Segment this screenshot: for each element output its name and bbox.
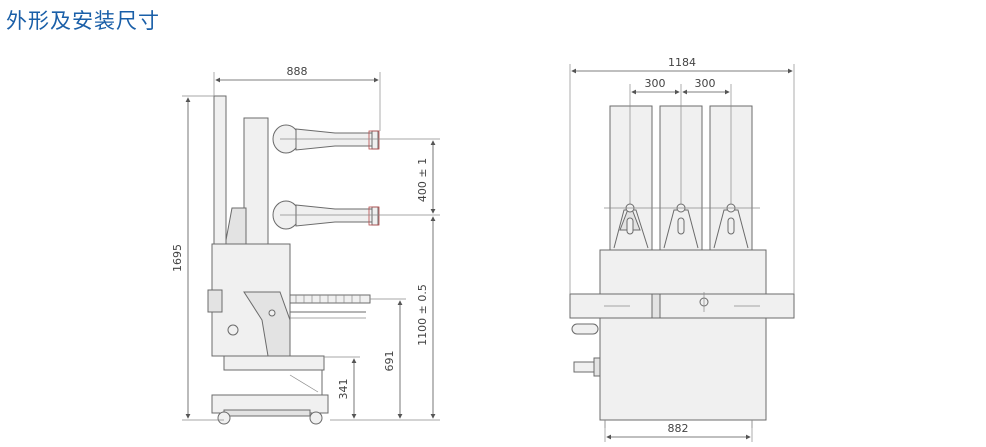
comb-rail — [289, 294, 371, 304]
dim-height-691: 691 — [383, 351, 396, 372]
dim-contact-spacing: 400 ± 1 — [416, 158, 429, 202]
dim-depth-888: 888 — [287, 65, 308, 78]
dim-phase-spacing-1: 300 — [645, 77, 666, 90]
upper-spout — [272, 124, 382, 154]
dim-total-width-1184: 1184 — [668, 56, 696, 69]
pivot — [227, 324, 239, 336]
wheel — [309, 411, 323, 425]
truck-plate — [223, 409, 311, 417]
lower-spout — [272, 200, 382, 230]
side-handle — [573, 361, 595, 373]
page-title: 外形及安装尺寸 — [6, 9, 160, 33]
back-panel — [213, 95, 227, 247]
comb-teeth — [295, 295, 361, 303]
dim-lower-contact-height: 1100 ± 0.5 — [416, 284, 429, 346]
side-view: 888 1695 400 ± 1 1100 ± 0.5 691 341 — [171, 65, 440, 425]
dim-height-341: 341 — [337, 379, 350, 400]
wheel — [217, 411, 231, 425]
upper-housing — [599, 249, 767, 295]
lower-housing — [599, 317, 767, 421]
front-view: 1184 300 300 882 — [569, 56, 795, 442]
handle-box — [207, 289, 223, 313]
pivot — [268, 309, 276, 317]
dim-phase-spacing-2: 300 — [695, 77, 716, 90]
crossbar — [569, 293, 795, 319]
pole-left — [609, 105, 653, 251]
side-knob — [571, 323, 599, 335]
chassis-frame — [223, 355, 325, 371]
dim-height-1695: 1695 — [171, 244, 184, 272]
dim-base-width-882: 882 — [668, 422, 689, 435]
